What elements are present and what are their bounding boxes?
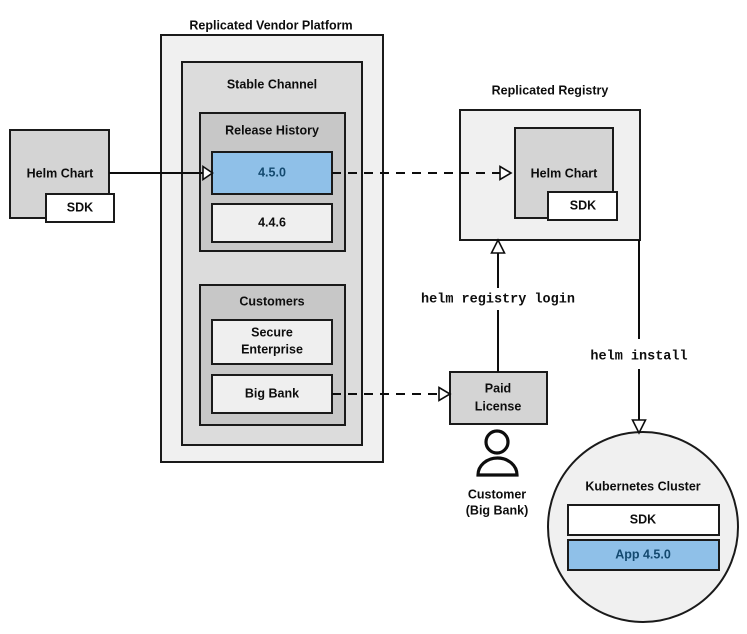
paid-license-label-line2: License [475,399,522,413]
paid-license-label-line1: Paid [485,381,511,395]
release-item-4-4-6-label: 4.4.6 [258,215,286,229]
source-sdk-label: SDK [67,200,93,214]
arrowhead-bigbank-to-license [438,386,452,402]
registry-helm-chart-label: Helm Chart [531,166,599,180]
command-helm-registry-login: helm registry login [421,293,575,308]
customer-secure-enterprise-label-line1: Secure [251,325,293,339]
customer-actor-group: Customer (Big Bank) [466,429,529,517]
cluster-item-sdk-label: SDK [630,512,656,526]
source-helm-chart-group: Helm Chart SDK [9,129,115,223]
arrowhead-chart-to-release [202,164,214,182]
connectors-group: helm registry login helm install [109,164,688,435]
person-icon [476,429,519,477]
release-item-4-5-0-label: 4.5.0 [258,165,286,179]
registry-title: Replicated Registry [492,83,609,97]
registry-sdk-label: SDK [570,198,596,212]
customer-secure-enterprise-label-line2: Enterprise [241,342,303,356]
customer-actor-label-line1: Customer [468,487,526,501]
command-helm-install: helm install [590,350,687,365]
customer-secure-enterprise[interactable] [211,319,333,365]
vendor-platform-title: Replicated Vendor Platform [189,18,352,32]
release-item-4-4-6[interactable] [211,203,333,243]
registry-group: Replicated Registry Helm Chart SDK [459,83,641,241]
stable-channel-label: Stable Channel [227,77,317,91]
paid-license-group: Paid License [449,371,548,425]
customer-actor-label-line2: (Big Bank) [466,503,529,517]
kubernetes-cluster-group: Kubernetes Cluster SDK App 4.5.0 [547,431,739,623]
arrowhead-registry-to-cluster [631,419,647,435]
arrowhead-license-to-registry [490,238,506,254]
registry-sdk-box [547,191,618,221]
release-history-label: Release History [225,123,319,137]
cluster-item-sdk[interactable] [567,504,720,536]
cluster-item-app-label: App 4.5.0 [615,547,671,561]
customer-big-bank-label: Big Bank [245,386,299,400]
arrowhead-release-to-registry [499,165,513,181]
vendor-platform-group: Replicated Vendor Platform Stable Channe… [160,18,384,463]
paid-license-box [449,371,548,425]
kubernetes-cluster-label: Kubernetes Cluster [585,479,700,493]
source-helm-chart-label: Helm Chart [27,166,95,180]
customer-big-bank[interactable] [211,374,333,414]
cluster-item-app[interactable] [567,539,720,571]
customers-label: Customers [239,294,304,308]
source-sdk-box [45,193,115,223]
